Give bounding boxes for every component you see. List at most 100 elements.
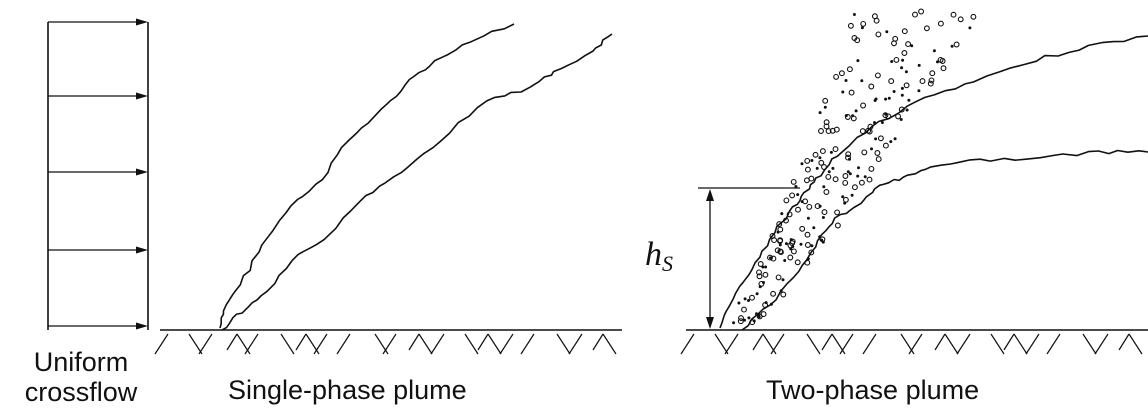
bubble-dot-59 [917,89,921,93]
bubble-ring-18 [783,217,789,224]
bubble-dot-2 [747,316,751,320]
bubble-dot-132 [863,175,867,179]
bubble-dot-154 [776,230,780,234]
bubble-dot-35 [818,111,822,115]
bubble-dot-211 [783,259,787,262]
bubble-dot-166 [764,265,768,269]
bubble-dot-168 [823,105,827,109]
single-plume-upper-edge [219,23,515,329]
single-hatch-12 [418,333,433,355]
two-hatch-extra-20 [1118,333,1130,351]
crossflow-arrowhead-2 [136,92,148,100]
bubble-dot-95 [806,257,810,261]
single-hatch-15 [487,333,502,355]
bubble-ring-138 [923,25,930,32]
crossflow-caption-line1: Uniform [33,347,129,377]
bubble-ring-61 [833,73,840,80]
bubble-dot-150 [892,90,896,93]
bubble-dot-111 [844,114,848,118]
single-hatch-5 [244,333,259,355]
bubble-ring-219 [898,106,905,113]
single-hatch-extra-12 [408,333,420,351]
bubble-ring-127 [756,269,762,276]
hs-label-sub: S [662,251,673,276]
two-phase-ground [680,329,1148,355]
single-plume-lower-edge [221,33,613,331]
bubble-ring-9 [847,22,854,29]
two-hatch-9 [862,333,877,355]
bubble-ring-201 [845,154,851,161]
crossflow-arrowhead-1 [136,18,148,26]
bubble-dot-116 [884,97,888,101]
bubble-dot-174 [778,243,782,247]
bubble-dot-101 [854,109,858,113]
bubble-ring-140 [901,28,908,35]
bubble-ring-216 [838,70,845,77]
bubble-dot-164 [950,44,954,48]
two-hatch-1 [680,333,695,355]
bubble-dot-208 [889,140,893,144]
bubble-dot-210 [789,238,793,242]
bubble-ring-31 [749,294,755,301]
bubble-ring-176 [799,225,806,232]
bubble-dot-43 [796,193,800,197]
bubble-ring-157 [832,146,839,153]
bubble-ring-112 [882,142,889,149]
bubble-ring-41 [895,113,902,120]
bubble-ring-38 [777,226,784,233]
bubble-dot-32 [779,289,783,293]
bubble-dot-34 [841,90,845,94]
crossflow-arrowhead-3 [136,168,148,176]
bubble-ring-128 [741,306,747,313]
two-hatch-15 [1013,333,1028,355]
bubble-ring-141 [927,80,934,87]
bubble-dot-131 [799,242,803,246]
bubble-ring-37 [845,151,852,158]
bubble-dot-83 [932,49,936,53]
two-hatch-4 [762,333,777,355]
bubble-dot-69 [848,172,852,176]
bubble-ring-156 [888,78,895,85]
single-hatch-20 [602,333,617,355]
two-hatch-16 [1025,333,1040,355]
single-hatch-1 [154,333,169,355]
single-hatch-14 [464,333,479,355]
single-hatch-16 [499,333,514,355]
bubble-ring-40 [808,249,815,256]
bubble-ring-148 [823,119,830,126]
two-hatch-19 [1094,333,1109,355]
two-hatch-6 [806,333,821,355]
bubble-ring-175 [842,179,849,186]
crossflow-arrowhead-4 [136,246,148,254]
bubble-ring-207 [777,237,784,244]
bubble-ring-104 [767,254,773,261]
bubble-ring-133 [861,149,868,156]
bubble-dot-143 [841,195,845,199]
bubble-ring-10 [940,65,947,72]
bubble-dot-79 [901,58,905,62]
bubble-ring-77 [842,173,849,179]
two-hatch-20 [1128,333,1143,355]
single-hatch-extra-15 [477,333,489,351]
bubble-ring-135 [762,302,769,308]
bubble-ring-191 [804,242,811,248]
bubble-ring-50 [901,50,908,56]
bubble-dot-130 [900,86,904,90]
bubble-dot-78 [899,118,903,121]
bubble-ring-215 [859,128,866,135]
bubble-ring-203 [834,222,841,229]
bubble-dot-3 [885,30,889,34]
bubble-ring-63 [804,231,811,238]
bubble-ring-67 [823,123,830,130]
bubble-ring-195 [818,128,824,134]
bubble-dot-87 [856,174,860,178]
bubble-ring-173 [737,318,744,325]
hs-label: hS [645,238,673,275]
bubble-ring-99 [875,31,882,38]
bubble-ring-186 [776,221,783,228]
bubble-dot-137 [810,159,814,162]
bubble-dot-167 [968,26,972,30]
bubble-dot-85 [910,44,914,48]
hs-arrowhead-top [706,189,714,201]
bubble-dot-119 [818,235,822,239]
